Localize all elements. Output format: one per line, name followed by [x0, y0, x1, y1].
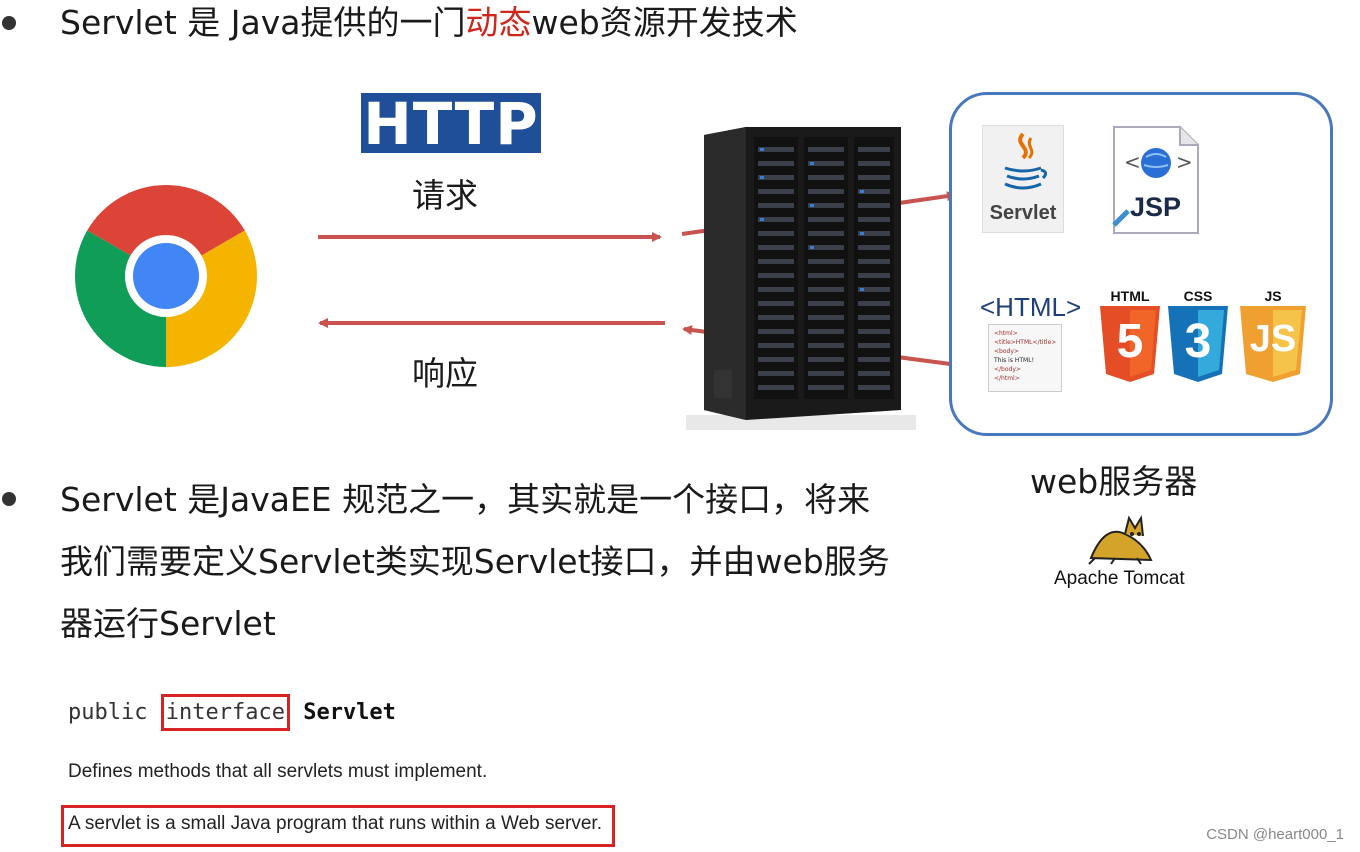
html-doc-line: </body>	[994, 366, 1021, 373]
tomcat-label: Apache Tomcat	[1054, 568, 1185, 589]
css3-logo: CSS 3	[1166, 288, 1230, 384]
html-doc-line: This is HTML!	[994, 357, 1034, 364]
csdn-watermark: CSDN @heart000_1	[1206, 826, 1344, 843]
javadoc-desc-1: Defines methods that all servlets must i…	[68, 761, 488, 782]
html-tag-label: <HTML>	[980, 292, 1082, 322]
heading-post: web资源开发技术	[531, 3, 798, 42]
html-doc-line: </html>	[994, 375, 1020, 382]
response-label: 响应	[412, 354, 478, 393]
heading-pre: Servlet 是 Java提供的一门	[60, 3, 466, 42]
svg-text:<: <	[1124, 150, 1141, 174]
chrome-browser-icon	[75, 185, 257, 367]
javadoc-signature: public interface Servlet	[68, 694, 396, 731]
servlet-card: Servlet	[982, 125, 1064, 233]
html5-shield-icon	[1100, 306, 1160, 382]
css3-digit: 3	[1184, 315, 1212, 368]
js-logo: JS JS	[1238, 288, 1308, 384]
servlet-label: Servlet	[989, 202, 1057, 224]
bullet2-line: Servlet 是JavaEE 规范之一，其实就是一个接口，将来	[60, 480, 871, 519]
html-doc-card: <HTML> <html> <title>HTML</title> <body>…	[980, 290, 1081, 395]
svg-text:>: >	[1176, 150, 1193, 174]
jsp-document-icon: < >	[1112, 126, 1199, 234]
javadoc-desc-2-highlight	[61, 805, 615, 847]
class-name: Servlet	[303, 700, 396, 725]
http-badge: HTTP	[361, 93, 541, 155]
keyword-interface: interface	[165, 700, 285, 725]
javadoc-desc-2: A servlet is a small Java program that r…	[68, 813, 602, 834]
html5-label: HTML	[1110, 288, 1150, 304]
keyword-interface-highlight: interface	[160, 694, 290, 731]
web-server-label: web服务器	[1030, 462, 1198, 501]
heading-highlight: 动态	[465, 3, 532, 42]
js-label: JS	[1264, 288, 1282, 304]
server-rack-icon	[686, 127, 916, 430]
keyword-public: public	[68, 700, 148, 725]
html5-logo: HTML 5	[1098, 288, 1162, 384]
css3-shield-icon	[1168, 306, 1228, 382]
css3-label: CSS	[1183, 288, 1213, 304]
html5-digit: 5	[1116, 315, 1144, 368]
heading-line-1: Servlet 是 Java提供的一门动态web资源开发技术	[60, 2, 798, 44]
html-doc-line: <body>	[994, 348, 1019, 355]
bullet2-line: 我们需要定义Servlet类实现Servlet接口，并由web服务	[60, 542, 890, 581]
bullet-dot	[2, 16, 16, 30]
html-doc-line: <title>HTML</title>	[994, 339, 1057, 346]
jsp-label: JSP	[1130, 192, 1182, 222]
html-doc-page: <html> <title>HTML</title> <body> This i…	[988, 324, 1062, 392]
java-cup-icon	[1004, 132, 1048, 190]
bullet-dot	[2, 492, 16, 506]
js-digit: JS	[1249, 318, 1297, 360]
bullet2-line: 器运行Servlet	[60, 604, 276, 643]
js-shield-icon	[1240, 306, 1306, 382]
request-label: 请求	[412, 176, 478, 215]
html-doc-line: <html>	[994, 330, 1018, 337]
jsp-card: < > JSP	[1110, 125, 1200, 235]
bullet2-paragraph: Servlet 是JavaEE 规范之一，其实就是一个接口，将来 我们需要定义S…	[60, 469, 890, 655]
tomcat-cat-icon	[1088, 514, 1153, 565]
